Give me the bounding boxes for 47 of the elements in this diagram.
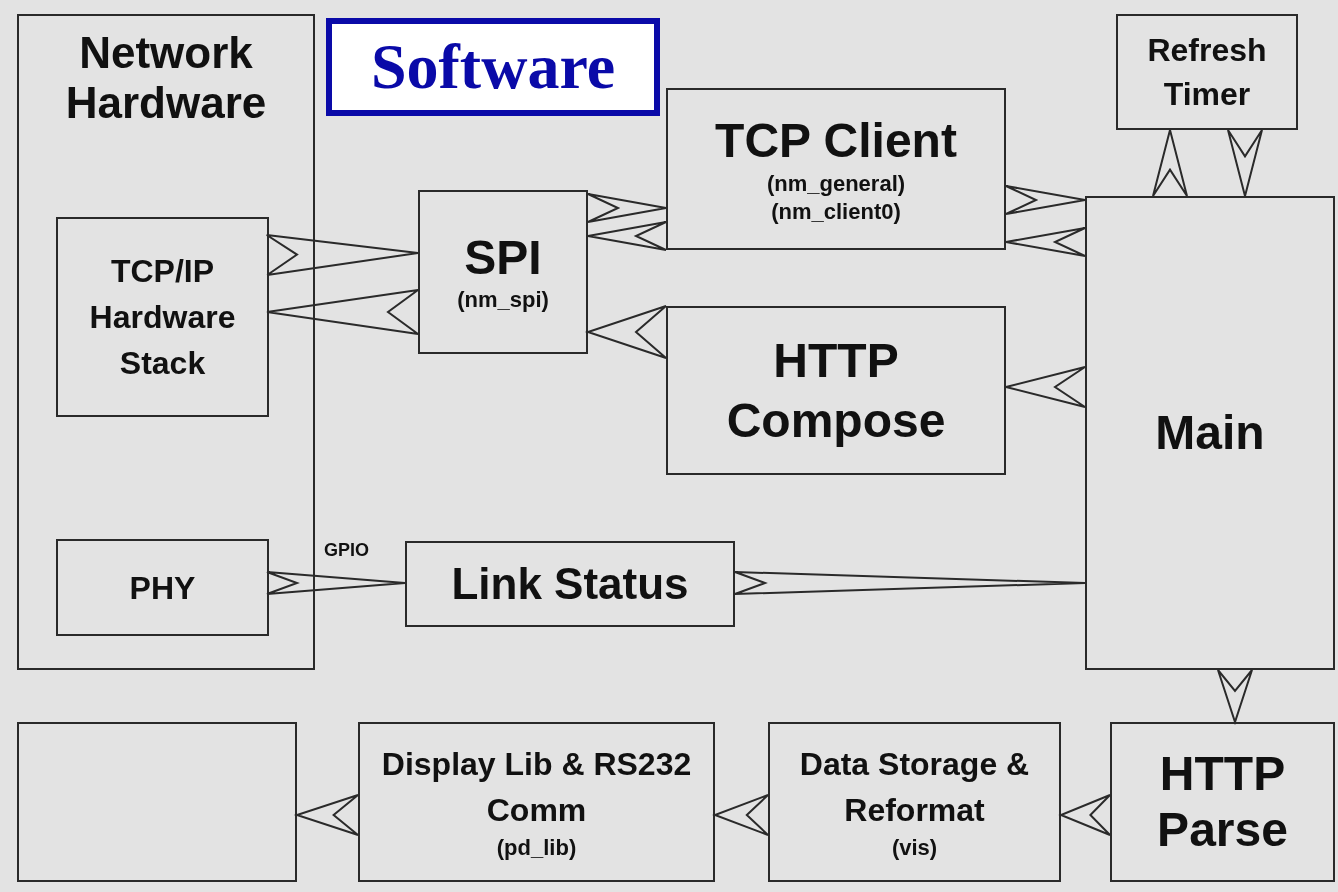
arrow [1227, 129, 1263, 197]
empty-box [17, 722, 297, 882]
arrow [587, 221, 667, 251]
arrow [293, 794, 359, 836]
node-title: PHY [129, 568, 196, 608]
process-box [666, 88, 1006, 250]
node-title: Network Hardware [64, 28, 268, 128]
process-box [358, 722, 715, 882]
node-subtitle: (nm_client0) [771, 198, 901, 226]
process-box [1110, 722, 1335, 882]
node-title: TCP/IP Hardware Stack [88, 252, 237, 383]
arrow [734, 571, 1086, 595]
process-box [56, 217, 269, 417]
process-box [1085, 196, 1335, 670]
node-title: Main [1155, 405, 1265, 461]
process-box [666, 306, 1006, 475]
arrow [1058, 794, 1111, 836]
process-box [405, 541, 735, 627]
arrow [1217, 669, 1253, 726]
process-box [418, 190, 588, 354]
node-title: HTTP Parse [1156, 746, 1289, 858]
arrow [1005, 366, 1086, 408]
arrow [266, 289, 419, 335]
node-subtitle: (vis) [891, 834, 938, 862]
node-subtitle: (nm_general) [766, 170, 906, 198]
arrow [587, 193, 667, 223]
node-title: SPI [464, 230, 542, 286]
node-title: TCP Client [715, 113, 957, 169]
process-box [768, 722, 1061, 882]
arrow [266, 571, 406, 595]
node-subtitle: (pd_lib) [496, 834, 577, 862]
node-title: Link Status [451, 558, 689, 610]
arrow [712, 794, 769, 836]
arrow [1005, 185, 1086, 215]
arrow [1152, 129, 1188, 197]
arrow [265, 234, 419, 276]
arrow [584, 305, 667, 359]
group-box [17, 14, 315, 670]
node-title: Display Lib & RS232 Comm [380, 745, 693, 830]
node-title: Refresh Timer [1146, 31, 1268, 114]
node-title: HTTP Compose [725, 332, 947, 449]
process-box [56, 539, 269, 636]
arrow [1005, 227, 1086, 257]
node-subtitle: (nm_spi) [457, 286, 549, 314]
node-title: Data Storage & Reformat [798, 745, 1031, 830]
title: Software [326, 18, 660, 116]
process-box [1116, 14, 1298, 130]
